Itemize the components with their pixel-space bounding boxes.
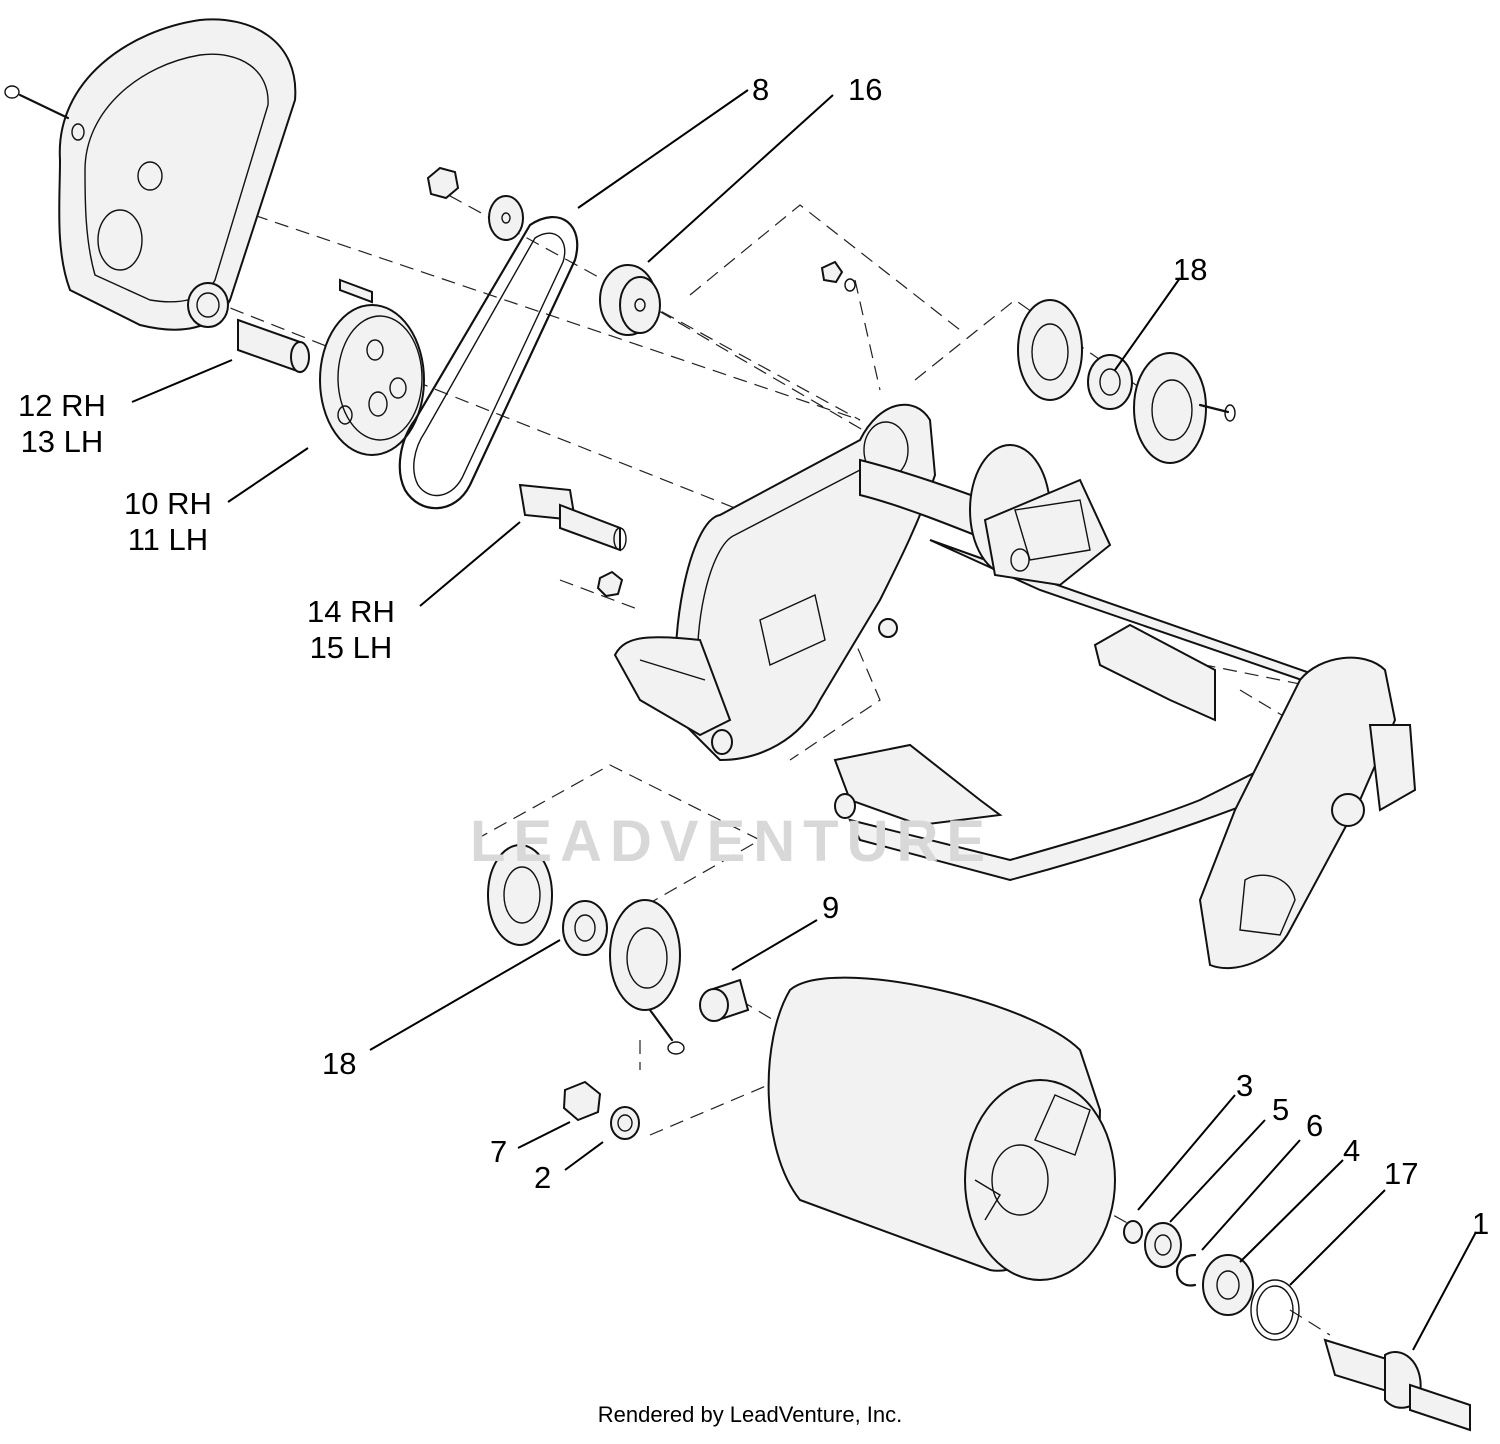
callout-5: 5 — [1272, 1092, 1290, 1127]
callout-3: 3 — [1236, 1068, 1254, 1103]
axle-shaft — [1323, 1338, 1471, 1432]
nut-and-washer — [562, 1080, 640, 1140]
callout-8: 8 — [752, 72, 770, 107]
drive-belt — [398, 215, 579, 510]
callout-4: 4 — [1343, 1133, 1361, 1168]
callout-17: 17 — [1384, 1156, 1419, 1191]
large-gear — [319, 304, 425, 456]
callout-2: 2 — [534, 1160, 552, 1195]
differential — [969, 444, 1112, 587]
leader-lines — [131, 89, 1477, 1351]
callout-16: 16 — [848, 72, 883, 107]
callout-6: 6 — [1306, 1108, 1324, 1143]
spacer — [699, 978, 750, 1022]
top-bearing-assembly — [1017, 299, 1236, 464]
main-frame — [613, 260, 1417, 970]
bottom-bearing-assembly — [487, 844, 685, 1055]
callout-9: 9 — [822, 890, 840, 925]
callout-1: 1 — [1472, 1206, 1490, 1241]
watermark: LEADVENTURE — [470, 809, 994, 874]
belt-cover — [4, 18, 297, 331]
callout-7: 7 — [490, 1134, 508, 1169]
idler-stud — [518, 483, 627, 598]
callout-18-bottom: 18 — [322, 1046, 357, 1081]
seal-and-shaft — [187, 278, 373, 374]
roller-drum — [767, 976, 1116, 1281]
pulley-hardware — [426, 166, 661, 336]
footer-credit: Rendered by LeadVenture, Inc. — [597, 1402, 903, 1427]
axle-hardware — [1123, 1220, 1300, 1341]
callout-18-top: 18 — [1173, 252, 1208, 287]
